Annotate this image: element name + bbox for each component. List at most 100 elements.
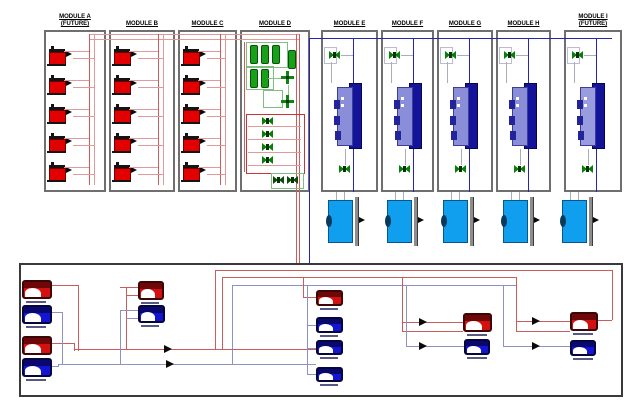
- unit-label: [320, 335, 338, 337]
- vessel-icon: [577, 83, 605, 149]
- flow-arrow-icon: [66, 109, 72, 115]
- module-e-title-line1: MODULE E: [333, 21, 366, 27]
- pump-icon: [181, 46, 203, 67]
- pipe-segment: [341, 55, 353, 56]
- pipe-segment: [158, 34, 159, 185]
- pipe-segment: [405, 149, 406, 165]
- pump-icon: [47, 46, 69, 67]
- cross-valve-icon: [281, 71, 294, 84]
- tank-plate-icon: [355, 197, 359, 246]
- pipe-segment: [74, 349, 316, 350]
- flow-arrow-icon: [419, 342, 427, 350]
- pipe-segment: [129, 80, 158, 81]
- hot-unit-icon: [138, 281, 164, 300]
- module-e-title: MODULE E: [321, 6, 378, 28]
- pipe-segment: [120, 287, 138, 288]
- pipe-segment: [73, 145, 94, 146]
- valve-icon: [262, 117, 273, 125]
- pipe-segment: [232, 285, 516, 286]
- unit-label: [467, 357, 487, 359]
- pump-icon: [47, 75, 69, 96]
- chilled-unit-icon: [22, 305, 52, 324]
- unit-label: [320, 308, 338, 310]
- module-h-title: MODULE H: [496, 6, 551, 28]
- pipe-segment: [215, 270, 216, 349]
- pipe-segment: [126, 295, 138, 296]
- unit-label: [26, 326, 46, 328]
- pipe-segment: [402, 322, 463, 323]
- flow-arrow-icon: [66, 138, 72, 144]
- pipe-segment: [336, 192, 337, 200]
- pump-icon: [112, 46, 134, 67]
- pump-icon: [112, 133, 134, 154]
- flow-arrow-icon: [474, 217, 480, 223]
- pipe-segment: [163, 34, 164, 185]
- chilled-unit-icon: [464, 339, 490, 355]
- pipe-segment: [129, 138, 158, 139]
- pipe-segment: [307, 285, 308, 374]
- valve-icon: [329, 51, 340, 59]
- pipe-segment: [120, 310, 138, 311]
- pipe-segment: [307, 374, 316, 375]
- pipe-segment: [299, 34, 300, 277]
- heat-exchanger-icon: [501, 200, 528, 243]
- pipe-segment: [198, 51, 220, 52]
- pipe-segment: [503, 285, 504, 347]
- unit-label: [26, 379, 46, 381]
- pipe-segment: [457, 55, 469, 56]
- pipe-segment: [506, 62, 507, 83]
- flow-arrow-icon: [419, 318, 427, 326]
- cartridge-icon: [261, 45, 269, 64]
- cartridge-icon: [250, 69, 258, 88]
- pipe-segment: [447, 62, 448, 83]
- flow-arrow-icon: [66, 80, 72, 86]
- pipe-segment: [331, 62, 332, 83]
- pipe-segment: [244, 42, 245, 172]
- pipe-segment: [64, 109, 89, 110]
- pipe-segment: [406, 346, 464, 347]
- module-c-title: MODULE C: [178, 6, 237, 28]
- unit-label: [320, 357, 338, 359]
- module-f-title-line1: MODULE F: [391, 21, 424, 27]
- pump-icon: [181, 104, 203, 125]
- pipe-segment: [52, 343, 74, 344]
- flow-arrow-icon: [131, 138, 137, 144]
- pump-icon: [181, 162, 203, 183]
- module-a-title-line2: (FUTURE): [60, 21, 90, 27]
- pipe-segment: [222, 277, 223, 349]
- valve-icon: [455, 165, 466, 173]
- vessel-icon: [334, 83, 362, 149]
- chilled-unit-icon: [22, 358, 52, 377]
- green-group-outline: [271, 173, 304, 189]
- pipe-segment: [89, 34, 90, 185]
- heat-exchanger-icon: [385, 200, 412, 243]
- pipe-segment: [73, 58, 94, 59]
- vessel-icon: [450, 83, 478, 149]
- module-a-title: MODULE A(FUTURE): [44, 6, 106, 28]
- pipe-segment: [64, 167, 89, 168]
- pipe-segment: [198, 167, 220, 168]
- pipe-segment: [64, 138, 89, 139]
- pump-icon: [112, 104, 134, 125]
- module-d-title-line1: MODULE D: [259, 21, 291, 27]
- pipe-segment: [129, 167, 158, 168]
- pipe-segment: [511, 192, 512, 200]
- pipe-segment: [516, 321, 570, 322]
- pipe-segment: [574, 62, 575, 83]
- pipe-segment: [403, 192, 404, 200]
- pipe-segment: [406, 285, 407, 347]
- pump-icon: [47, 162, 69, 183]
- valve-icon: [389, 51, 400, 59]
- flow-arrow-icon: [66, 51, 72, 57]
- pipe-segment: [519, 192, 520, 200]
- pipe-segment: [307, 325, 316, 326]
- pump-icon: [112, 75, 134, 96]
- pipe-segment: [74, 343, 75, 351]
- unit-label: [573, 333, 593, 335]
- chilled-unit-icon: [570, 340, 596, 356]
- unit-label: [320, 384, 338, 386]
- flow-arrow-icon: [359, 217, 365, 223]
- pipe-segment: [584, 55, 596, 56]
- pipe-segment: [120, 310, 121, 364]
- valve-icon: [339, 165, 350, 173]
